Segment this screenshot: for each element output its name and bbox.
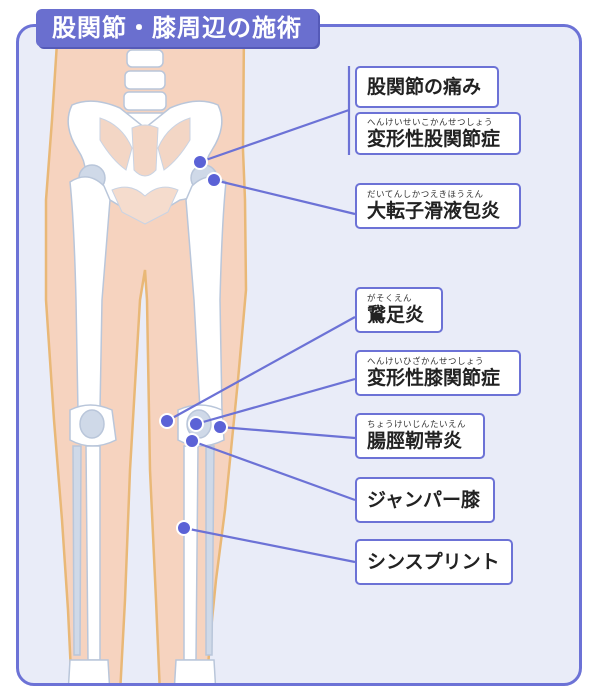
label-ruby: ちょうけいじんたいえん bbox=[367, 420, 473, 430]
label-text: 腸脛靭帯炎 bbox=[367, 430, 473, 452]
label-text: 変形性膝関節症 bbox=[367, 367, 509, 389]
label-it-band: ちょうけいじんたいえん 腸脛靭帯炎 bbox=[355, 413, 485, 459]
left-tibia bbox=[86, 446, 100, 660]
leader-it-band bbox=[220, 427, 355, 438]
right-fibula bbox=[206, 446, 214, 655]
label-shin-splints: シンスプリント bbox=[355, 539, 513, 585]
label-ruby: だいてんしかつえきほうえん bbox=[367, 190, 509, 200]
label-text: 変形性股関節症 bbox=[367, 128, 509, 150]
label-text: ジャンパー膝 bbox=[367, 489, 483, 511]
label-ruby: へんけいせいこかんせつしょう bbox=[367, 118, 509, 128]
label-hip-oa: へんけいせいこかんせつしょう 変形性股関節症 bbox=[355, 112, 521, 155]
label-trochanteric-bursitis: だいてんしかつえきほうえん 大転子滑液包炎 bbox=[355, 183, 521, 229]
label-hip-pain: 股関節の痛み bbox=[355, 66, 499, 108]
label-ruby: がそくえん bbox=[367, 294, 431, 304]
label-text: 股関節の痛み bbox=[367, 76, 487, 98]
label-text: 鵞足炎 bbox=[367, 304, 431, 326]
label-jumpers-knee: ジャンパー膝 bbox=[355, 477, 495, 523]
page-title: 股関節・膝周辺の施術 bbox=[36, 9, 318, 47]
label-text: シンスプリント bbox=[367, 551, 501, 573]
right-tibia bbox=[184, 446, 198, 660]
label-knee-oa: へんけいひざかんせつしょう 変形性膝関節症 bbox=[355, 350, 521, 396]
label-text: 大転子滑液包炎 bbox=[367, 200, 509, 222]
label-ruby: へんけいひざかんせつしょう bbox=[367, 357, 509, 367]
label-pes-anserine: がそくえん 鵞足炎 bbox=[355, 287, 443, 333]
left-fibula bbox=[73, 446, 81, 655]
left-knee bbox=[70, 405, 116, 446]
